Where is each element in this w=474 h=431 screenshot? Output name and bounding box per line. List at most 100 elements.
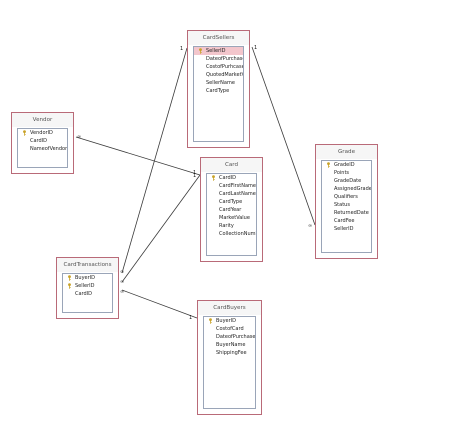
field-row[interactable]: CardFirstName [207,182,256,190]
field-name: CostofPurhcase [206,64,244,70]
field-row[interactable]: CostofPurhcase [194,63,243,71]
field-row[interactable]: CardFee [322,217,371,225]
field-name: QuotedMarketVal [206,72,243,78]
field-name: SellerName [206,80,235,86]
field-row[interactable]: DateofPurchase [194,55,243,63]
table-title[interactable]: CardTransactions [57,258,118,272]
field-name: CardID [75,291,93,297]
field-row[interactable]: SellerID [322,225,371,233]
field-row[interactable]: GradeDate [322,177,371,185]
field-row[interactable]: CardID [63,290,112,298]
field-row[interactable]: BuyerID [204,317,255,325]
table-title[interactable]: Vendor [12,113,73,127]
cardinality-label: ∞ [120,289,124,295]
table-title[interactable]: Grade [316,145,377,159]
primary-key-icon [198,48,203,54]
field-row[interactable]: VendorID [18,129,67,137]
field-row[interactable]: ReturnedDate [322,209,371,217]
field-row[interactable]: SellerName [194,79,243,87]
field-name: BuyerID [216,318,237,324]
field-row[interactable]: CardYear [207,206,256,214]
cardinality-label: 1 [180,46,183,52]
field-row[interactable]: GradeID [322,161,371,169]
cardinality-label: 1 [193,170,196,176]
field-row[interactable]: CardID [207,174,256,182]
field-row[interactable]: Points [322,169,371,177]
field-name: CardFirstName [219,183,256,189]
field-row[interactable]: CollectionNumber [207,230,256,238]
table-title[interactable]: Card [201,158,262,172]
field-row[interactable]: CardType [207,198,256,206]
field-row[interactable]: BuyerName [204,341,255,349]
relationship-line[interactable] [121,47,188,274]
field-name: CardType [206,88,230,94]
cardinality-label: ∞ [120,279,124,285]
cardinality-label: ∞ [308,223,312,229]
table-title[interactable]: CardBuyers [198,301,261,315]
field-name: GradeID [334,162,355,168]
field-list[interactable]: VendorID CardID NameofVendor [17,128,68,168]
field-name: VendorID [30,130,53,136]
field-name: CardID [219,175,237,181]
field-row[interactable]: MarketValue [207,214,256,222]
field-name: GradeDate [334,178,362,184]
field-name: SellerID [206,48,226,54]
field-row[interactable]: CardType [194,87,243,95]
relationship-line[interactable] [75,136,201,176]
cardinality-label: 1 [189,315,192,321]
relationship-line[interactable] [121,174,201,283]
field-name: NameofVendor [30,146,68,152]
field-name: CardYear [219,207,242,213]
primary-key-icon [208,318,213,324]
field-row[interactable]: QuotedMarketVal [194,71,243,79]
field-name: AssignedGrade [334,186,372,192]
field-name: ShippingFee [216,350,247,356]
field-name: Rarity [219,223,234,229]
field-name: ReturnedDate [334,210,369,216]
cardinality-label: ∞ [120,269,124,275]
relationship-line[interactable] [121,289,198,319]
field-row[interactable]: CostofCard [204,325,255,333]
field-name: CardFee [334,218,355,224]
primary-key-icon [67,275,72,281]
field-row[interactable]: DateofPurchase [204,333,255,341]
field-row[interactable]: AssignedGrade [322,185,371,193]
field-name: CardID [30,138,48,144]
field-row[interactable]: CardLastName [207,190,256,198]
field-row[interactable]: NameofVendor [18,145,67,153]
field-name: DateofPurchase [206,56,244,62]
field-name: Points [334,170,350,176]
field-row[interactable]: SellerID [194,47,243,55]
field-name: BuyerName [216,342,246,348]
table-title[interactable]: CardSellers [188,31,249,45]
field-name: Qualifiers [334,194,358,200]
field-row[interactable]: Status [322,201,371,209]
field-row[interactable]: Rarity [207,222,256,230]
cardinality-label: ∞ [77,134,81,140]
field-row[interactable]: ShippingFee [204,349,255,357]
relationship-line[interactable] [251,46,316,226]
field-row[interactable]: SellerID [63,282,112,290]
field-row[interactable]: CardID [18,137,67,145]
field-row[interactable]: Qualifiers [322,193,371,201]
field-name: DateofPurchase [216,334,256,340]
field-name: BuyerID [75,275,96,281]
primary-key-icon [211,175,216,181]
field-name: CardType [219,199,243,205]
field-name: MarketValue [219,215,250,221]
cardinality-label: 1 [193,173,196,179]
field-row[interactable]: BuyerID [63,274,112,282]
